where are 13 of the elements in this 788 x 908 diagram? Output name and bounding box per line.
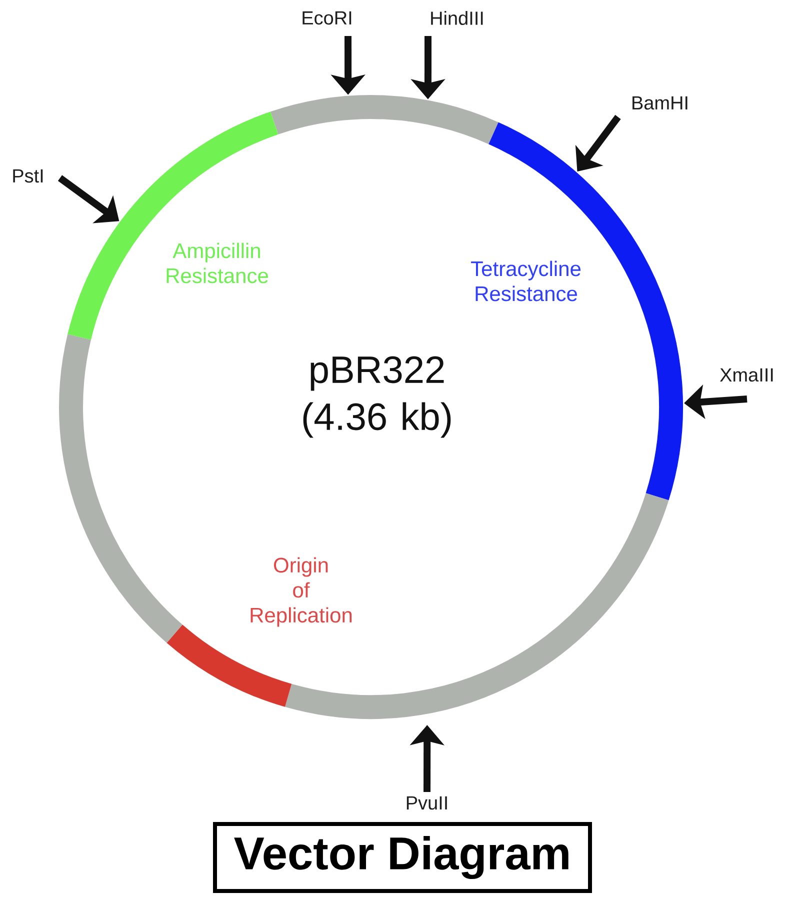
site-label: BamHI	[632, 96, 688, 110]
segment-label: Origin of Replication	[250, 557, 352, 627]
segment-label: Ampicillin Resistance	[166, 242, 268, 284]
caption-box: Vector Diagram	[213, 822, 592, 893]
ring-segment	[59, 334, 183, 642]
site-label: XmaIII	[720, 368, 773, 382]
ring-segment	[270, 95, 498, 144]
site-label: HindIII	[431, 11, 483, 25]
site-label: PstI	[13, 169, 43, 183]
segment-label: Tetracycline Resistance	[471, 260, 580, 302]
plasmid-label: pBR322 (4.36 kb)	[303, 356, 451, 438]
site-label: PvuII	[406, 796, 447, 810]
site-label: EcoRI	[302, 11, 352, 25]
